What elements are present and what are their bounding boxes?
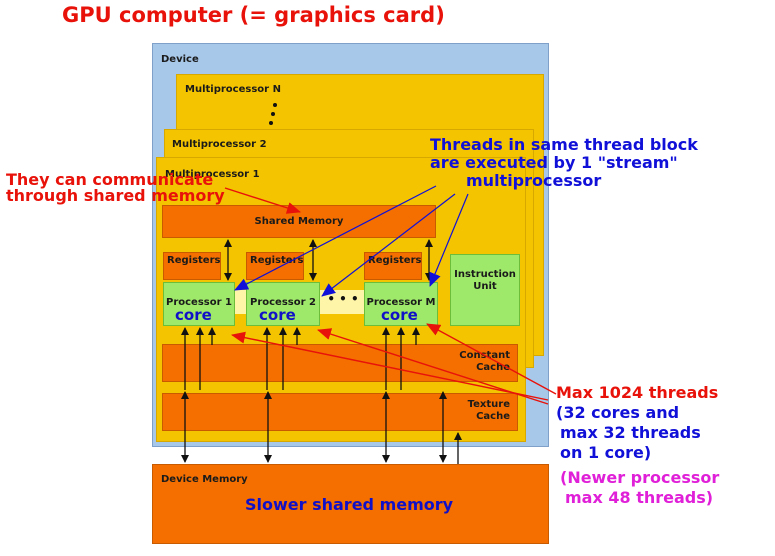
processor-m bbox=[364, 282, 438, 326]
device-label: Device bbox=[161, 54, 199, 65]
newer-processor-line-1: (Newer processor bbox=[560, 468, 720, 487]
newer-processor-annotation: (Newer processor max 48 threads) bbox=[560, 468, 719, 508]
threads-max-line-1: Max 1024 threads bbox=[556, 383, 719, 402]
thread-block-line-1: Threads in same thread block bbox=[430, 135, 698, 154]
red-arrow-shared-memory bbox=[224, 187, 301, 214]
instruction-unit-line-1: Instruction bbox=[454, 269, 516, 280]
thread-block-line-2: are executed by 1 "stream" bbox=[430, 153, 678, 172]
communicate-annotation: They can communicate through shared memo… bbox=[6, 172, 225, 204]
communicate-line-2: through shared memory bbox=[6, 186, 225, 205]
registers-m-label: Registers bbox=[368, 255, 422, 266]
red-arrow-p2 bbox=[317, 328, 549, 405]
registers-1 bbox=[163, 252, 221, 280]
threads-max-line-4: on 1 core) bbox=[560, 443, 652, 462]
registers-2 bbox=[246, 252, 304, 280]
processor-1 bbox=[163, 282, 235, 326]
processor-m-label: Processor M bbox=[366, 297, 436, 308]
device-memory-caption: Slower shared memory bbox=[245, 495, 454, 514]
multiprocessor-2-label: Multiprocessor 2 bbox=[172, 139, 267, 150]
processor-1-label: Processor 1 bbox=[166, 297, 232, 308]
blue-arrow-p1 bbox=[234, 185, 437, 291]
constant-cache-line-2: Cache bbox=[476, 362, 510, 373]
device-memory-label: Device Memory bbox=[161, 474, 248, 485]
shared-memory bbox=[162, 205, 436, 238]
thread-block-line-3: multiprocessor bbox=[466, 171, 602, 190]
blue-arrow-pm bbox=[429, 193, 469, 287]
instruction-unit-line-2: Unit bbox=[473, 281, 497, 292]
threads-max-line-3: max 32 threads bbox=[560, 423, 701, 442]
processor-2-label: Processor 2 bbox=[250, 297, 316, 308]
communicate-line-1: They can communicate bbox=[6, 170, 214, 189]
red-arrow-p1 bbox=[231, 331, 549, 401]
processor-1-core: core bbox=[175, 306, 212, 324]
registers-2-label: Registers bbox=[250, 255, 304, 266]
multiprocessor-n-label: Multiprocessor N bbox=[185, 84, 281, 95]
processor-2-core: core bbox=[259, 306, 296, 324]
red-arrow-pm bbox=[426, 323, 557, 395]
instruction-unit bbox=[450, 254, 520, 326]
page-title: GPU computer (= graphics card) bbox=[62, 3, 445, 27]
newer-processor-line-2: max 48 threads) bbox=[565, 488, 714, 507]
processor-m-core: core bbox=[381, 306, 418, 324]
multiprocessor-1-label: Multiprocessor 1 bbox=[165, 169, 260, 180]
threads-max-annotation: Max 1024 threads (32 cores and max 32 th… bbox=[556, 383, 718, 463]
texture-cache-line-2: Cache bbox=[476, 411, 510, 422]
blue-arrow-p2 bbox=[321, 193, 456, 297]
device-memory bbox=[152, 464, 549, 544]
processor-2 bbox=[246, 282, 320, 326]
threads-max-line-2: (32 cores and bbox=[556, 403, 680, 422]
texture-cache bbox=[162, 393, 518, 431]
registers-1-label: Registers bbox=[167, 255, 221, 266]
texture-cache-line-1: Texture bbox=[467, 399, 510, 410]
shared-memory-label: Shared Memory bbox=[254, 216, 344, 227]
multiprocessor-ellipsis bbox=[268, 102, 280, 128]
thread-block-annotation: Threads in same thread block are execute… bbox=[430, 136, 698, 190]
